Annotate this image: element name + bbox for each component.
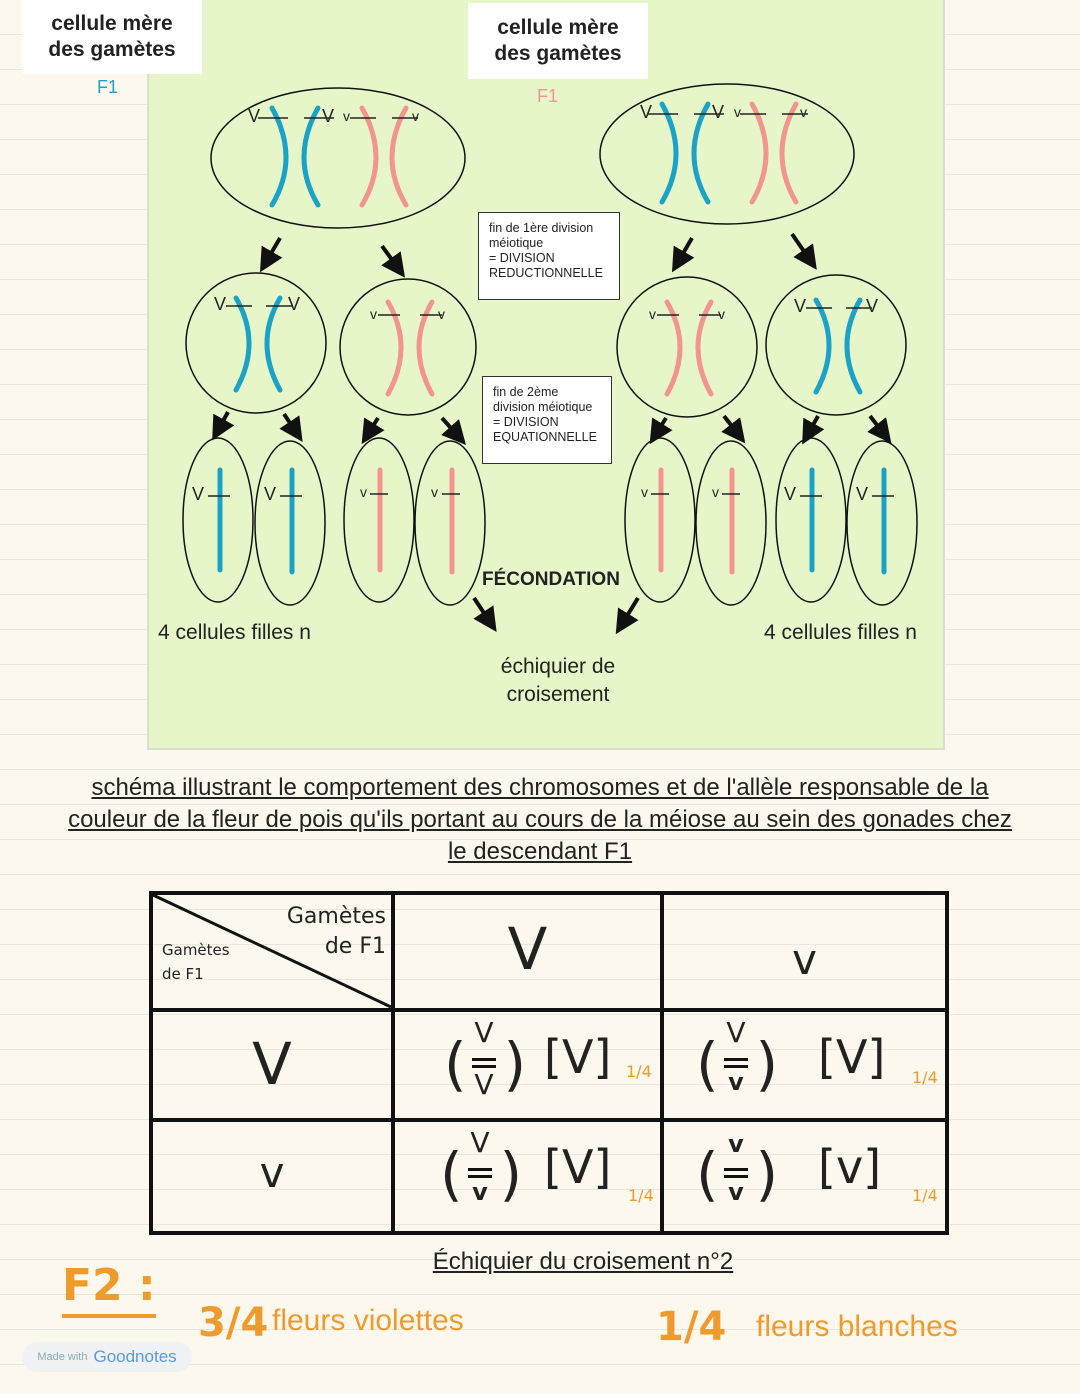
genotype-separator [468,1168,492,1178]
allele-label: v [712,484,719,500]
chromosome-blue [844,297,863,395]
phenotype: [V] [544,1030,612,1084]
chromosome-blue [264,295,283,393]
genotype-top: V [726,1016,746,1049]
phenotype: [v] [818,1140,882,1194]
table-corner-top: Gamètes de F1 [286,904,386,959]
allele-label: v [412,108,419,124]
allele-label: v [343,108,350,124]
mother-cell-label-left: cellule mère des gamètes [22,0,202,74]
goodnotes-badge: Made with Goodnotes [22,1342,192,1372]
note-second-division-text: fin de 2ème division méiotique = DIVISIO… [493,385,597,444]
fecondation-label: FÉCONDATION [482,569,620,590]
genotype-separator [724,1168,748,1178]
genotype-top: V [470,1126,490,1159]
allele-label: v [360,484,367,500]
allele-label: V [784,484,797,504]
allele-label: v [641,484,648,500]
allele-label: V [640,102,653,122]
fraction: 1/4 [628,1186,654,1205]
violet-fraction: 3/4 [198,1300,269,1346]
allele-label: V [192,484,205,504]
genotype-bottom: v [728,1178,744,1206]
diagram-caption: schéma illustrant le comportement des ch… [68,774,1012,865]
allele-label: V [322,106,335,126]
mother-cell-label-right: cellule mère des gamètes [468,3,648,79]
table-title: Échiquier du croisement n°2 [432,1248,734,1275]
allele-label: v [718,306,725,322]
note-first-division-text: fin de 1ère division méiotique = DIVISIO… [489,221,603,280]
allele-label: v [734,104,741,120]
white-fraction: 1/4 [656,1304,727,1350]
chromosome-blue [813,297,832,395]
col-header-1: v [792,935,817,984]
made-with-text: Made with [37,1351,88,1363]
f2-label: F2 : [62,1258,156,1318]
chromosome-pink [416,299,435,397]
allele-label: V [866,296,879,316]
cell-genotype: ( ) [696,1030,779,1098]
genotype-bottom: v [472,1178,488,1206]
genotype-bottom: V [474,1068,494,1101]
genotype-separator [472,1058,496,1068]
genotype-top: V [474,1016,494,1049]
phenotype: [V] [544,1140,612,1194]
genotype-separator [724,1058,748,1068]
mother-cell-label-text: cellule mère des gamètes [48,12,176,61]
cell-meiosis1-b [339,278,477,416]
generation-label-right: F1 [537,86,559,106]
cell-genotype: ( ) [696,1140,779,1208]
chromosome-pink [664,299,683,397]
fraction: 1/4 [912,1186,938,1205]
allele-label: V [712,102,725,122]
daughter-cells-label-left: 4 cellules filles n [158,621,311,644]
cell-meiosis1-d [765,274,907,416]
note-first-division: fin de 1ère division méiotique = DIVISIO… [478,212,620,300]
allele-label: V [856,484,869,504]
allele-label: v [649,306,656,322]
mother-cell-label-text: cellule mère des gamètes [494,16,622,65]
cell-genotype: ( ) [440,1140,523,1208]
mother-cell-right [599,83,855,225]
allele-label: v [431,484,438,500]
chromosome-pink [695,299,714,397]
note-second-division: fin de 2ème division méiotique = DIVISIO… [482,376,612,464]
daughter-cells-label-right: 4 cellules filles n [764,621,917,644]
allele-label: V [214,294,227,314]
allele-label: v [370,306,377,322]
generation-label-left: F1 [97,77,119,97]
allele-label: V [264,484,277,504]
allele-label: v [438,306,445,322]
genotype-bottom: v [728,1068,744,1096]
row-header-1: v [259,1148,285,1197]
col-header-0: V [507,915,548,983]
brand-text: Goodnotes [93,1347,177,1366]
table-corner-bottom: Gamètes de F1 [162,941,230,983]
chromosome-pink [385,299,404,397]
allele-label: V [288,294,301,314]
phenotype: [V] [818,1030,886,1084]
cell-genotype: ( ) [444,1030,527,1098]
allele-label: V [248,106,261,126]
row-header-0: V [252,1030,292,1098]
cell-meiosis1-a [185,272,327,414]
fraction: 1/4 [626,1062,652,1081]
genotype-top: v [728,1130,744,1158]
fraction: 1/4 [912,1068,938,1087]
mother-cell-left [210,87,466,229]
violet-text: fleurs violettes [272,1304,464,1337]
cell-meiosis1-c [616,276,758,418]
white-text: fleurs blanches [756,1310,958,1343]
chromosome-blue [233,295,252,393]
checkerboard-label: échiquier de croisement [500,655,616,706]
allele-label: v [800,104,807,120]
allele-label: V [794,296,807,316]
